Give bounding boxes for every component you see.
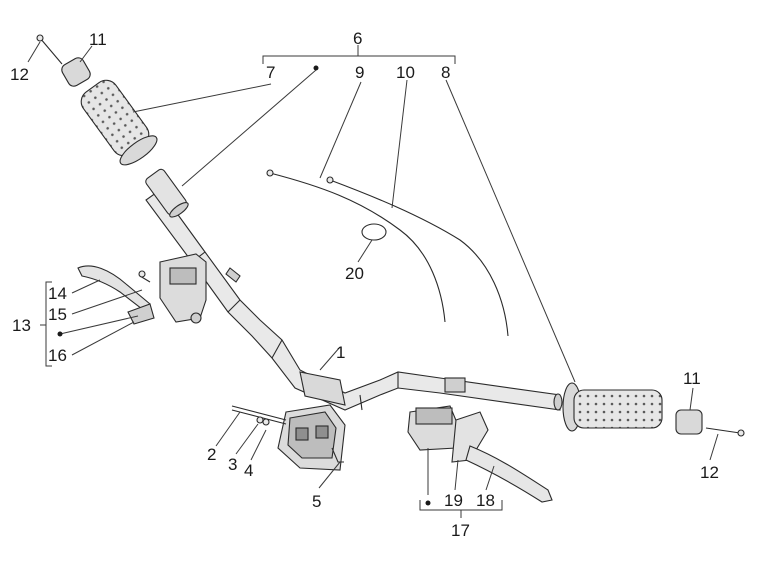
handlebar-tube <box>145 189 563 411</box>
left-grip-assembly <box>36 34 189 218</box>
callout-8: 8 <box>441 63 450 82</box>
cables <box>266 169 509 337</box>
callout-12-right: 12 <box>700 463 719 482</box>
reference-dot <box>425 500 431 506</box>
left-lever-assembly <box>77 253 207 325</box>
callout-20: 20 <box>345 264 364 283</box>
callout-17: 17 <box>451 521 470 540</box>
callout-16: 16 <box>48 346 67 365</box>
callout-11-left: 11 <box>89 30 107 49</box>
reference-dot <box>313 65 319 71</box>
callout-7: 7 <box>266 63 275 82</box>
reference-dot <box>57 331 63 337</box>
callout-9: 9 <box>355 63 364 82</box>
callout-19: 19 <box>444 491 463 510</box>
callout-18: 18 <box>476 491 495 510</box>
callout-11-right: 11 <box>683 369 701 388</box>
callout-4: 4 <box>244 461 253 480</box>
callout-6: 6 <box>353 29 362 48</box>
callout-10: 10 <box>396 63 415 82</box>
center-clamp <box>231 404 346 471</box>
callout-13: 13 <box>12 316 31 335</box>
callout-1: 1 <box>336 343 345 362</box>
right-lever-assembly <box>407 405 553 503</box>
callout-12-left: 12 <box>10 65 29 84</box>
leader-lines <box>27 41 719 518</box>
callout-15: 15 <box>48 305 67 324</box>
callout-3: 3 <box>228 455 237 474</box>
callout-14: 14 <box>48 284 67 303</box>
callout-5: 5 <box>312 492 321 511</box>
callout-2: 2 <box>207 445 216 464</box>
callout-labels: 1 2 3 4 5 6 7 8 9 10 11 11 12 12 13 14 1… <box>10 29 719 540</box>
right-grip-assembly <box>562 382 745 437</box>
